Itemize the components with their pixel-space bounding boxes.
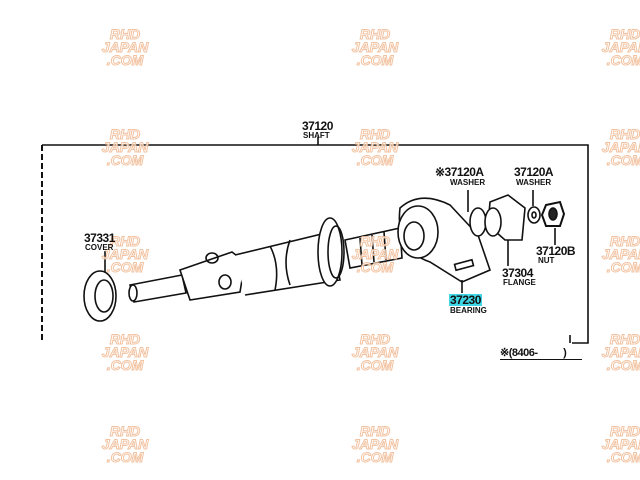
wm-line: JAPAN [351, 436, 399, 452]
shaft-part-name: SHAFT [303, 131, 330, 140]
wm-line: .COM [606, 52, 640, 68]
wm-line: JAPAN [101, 139, 149, 155]
shaft-part-number[interactable]: 37120 [302, 119, 333, 133]
wm-line: .COM [106, 152, 144, 168]
shaft-bracket [42, 144, 589, 344]
flange-part-name: FLANGE [503, 278, 536, 287]
wm-line: .COM [356, 449, 394, 465]
wm-line: RHD [609, 233, 640, 249]
wm-line: RHD [359, 423, 391, 439]
wm-line: .COM [356, 259, 394, 275]
flange-part-number[interactable]: 37304 [502, 266, 533, 280]
wm-line: RHD [109, 126, 141, 142]
wm-line: RHD [109, 423, 141, 439]
cover-shape [83, 270, 117, 322]
wm-line: JAPAN [101, 436, 149, 452]
wm-line: .COM [606, 152, 640, 168]
wm-line: RHD [359, 26, 391, 42]
wm-line: RHD [359, 331, 391, 347]
wm-line: JAPAN [351, 139, 399, 155]
wm-line: RHD [609, 331, 640, 347]
wm-line: .COM [106, 259, 144, 275]
wm-line: .COM [106, 449, 144, 465]
wm-line: JAPAN [601, 39, 640, 55]
footnote: ※(8406- ) [500, 347, 582, 360]
wm-line: JAPAN [351, 39, 399, 55]
washer-b-part-number[interactable]: 37120A [514, 165, 554, 179]
bearing-part-name: BEARING [450, 306, 487, 315]
wm-line: JAPAN [601, 139, 640, 155]
wm-line: RHD [109, 233, 141, 249]
wm-line: JAPAN [601, 344, 640, 360]
wm-line: .COM [106, 52, 144, 68]
wm-line: .COM [356, 152, 394, 168]
washer-b-part-name: WASHER [516, 178, 552, 187]
wm-line: JAPAN [601, 436, 640, 452]
wm-line: JAPAN [101, 246, 149, 262]
wm-line: JAPAN [101, 39, 149, 55]
wm-line: .COM [606, 449, 640, 465]
wm-line: RHD [359, 126, 391, 142]
wm-line: .COM [606, 357, 640, 373]
nut-part-name: NUT [538, 256, 555, 265]
bearing-part-number[interactable]: 37230 [449, 293, 482, 307]
wm-line: JAPAN [601, 246, 640, 262]
nut-part-number[interactable]: 37120B [536, 244, 576, 258]
cover-part-name: COVER [85, 243, 114, 252]
wm-line: .COM [106, 357, 144, 373]
wm-line: .COM [606, 259, 640, 275]
washer-a-part-name: WASHER [450, 178, 486, 187]
wm-line: JAPAN [351, 246, 399, 262]
wm-line: .COM [356, 52, 394, 68]
wm-line: RHD [109, 331, 141, 347]
wm-line: RHD [609, 126, 640, 142]
washer-a-part-number[interactable]: ※37120A [435, 165, 484, 179]
wm-line: RHD [109, 26, 141, 42]
wm-line: RHD [609, 423, 640, 439]
wm-line: .COM [356, 357, 394, 373]
wm-line: JAPAN [101, 344, 149, 360]
wm-line: RHD [359, 233, 391, 249]
wm-line: RHD [609, 26, 640, 42]
wm-line: JAPAN [351, 344, 399, 360]
cover-part-number[interactable]: 37331 [84, 231, 115, 245]
